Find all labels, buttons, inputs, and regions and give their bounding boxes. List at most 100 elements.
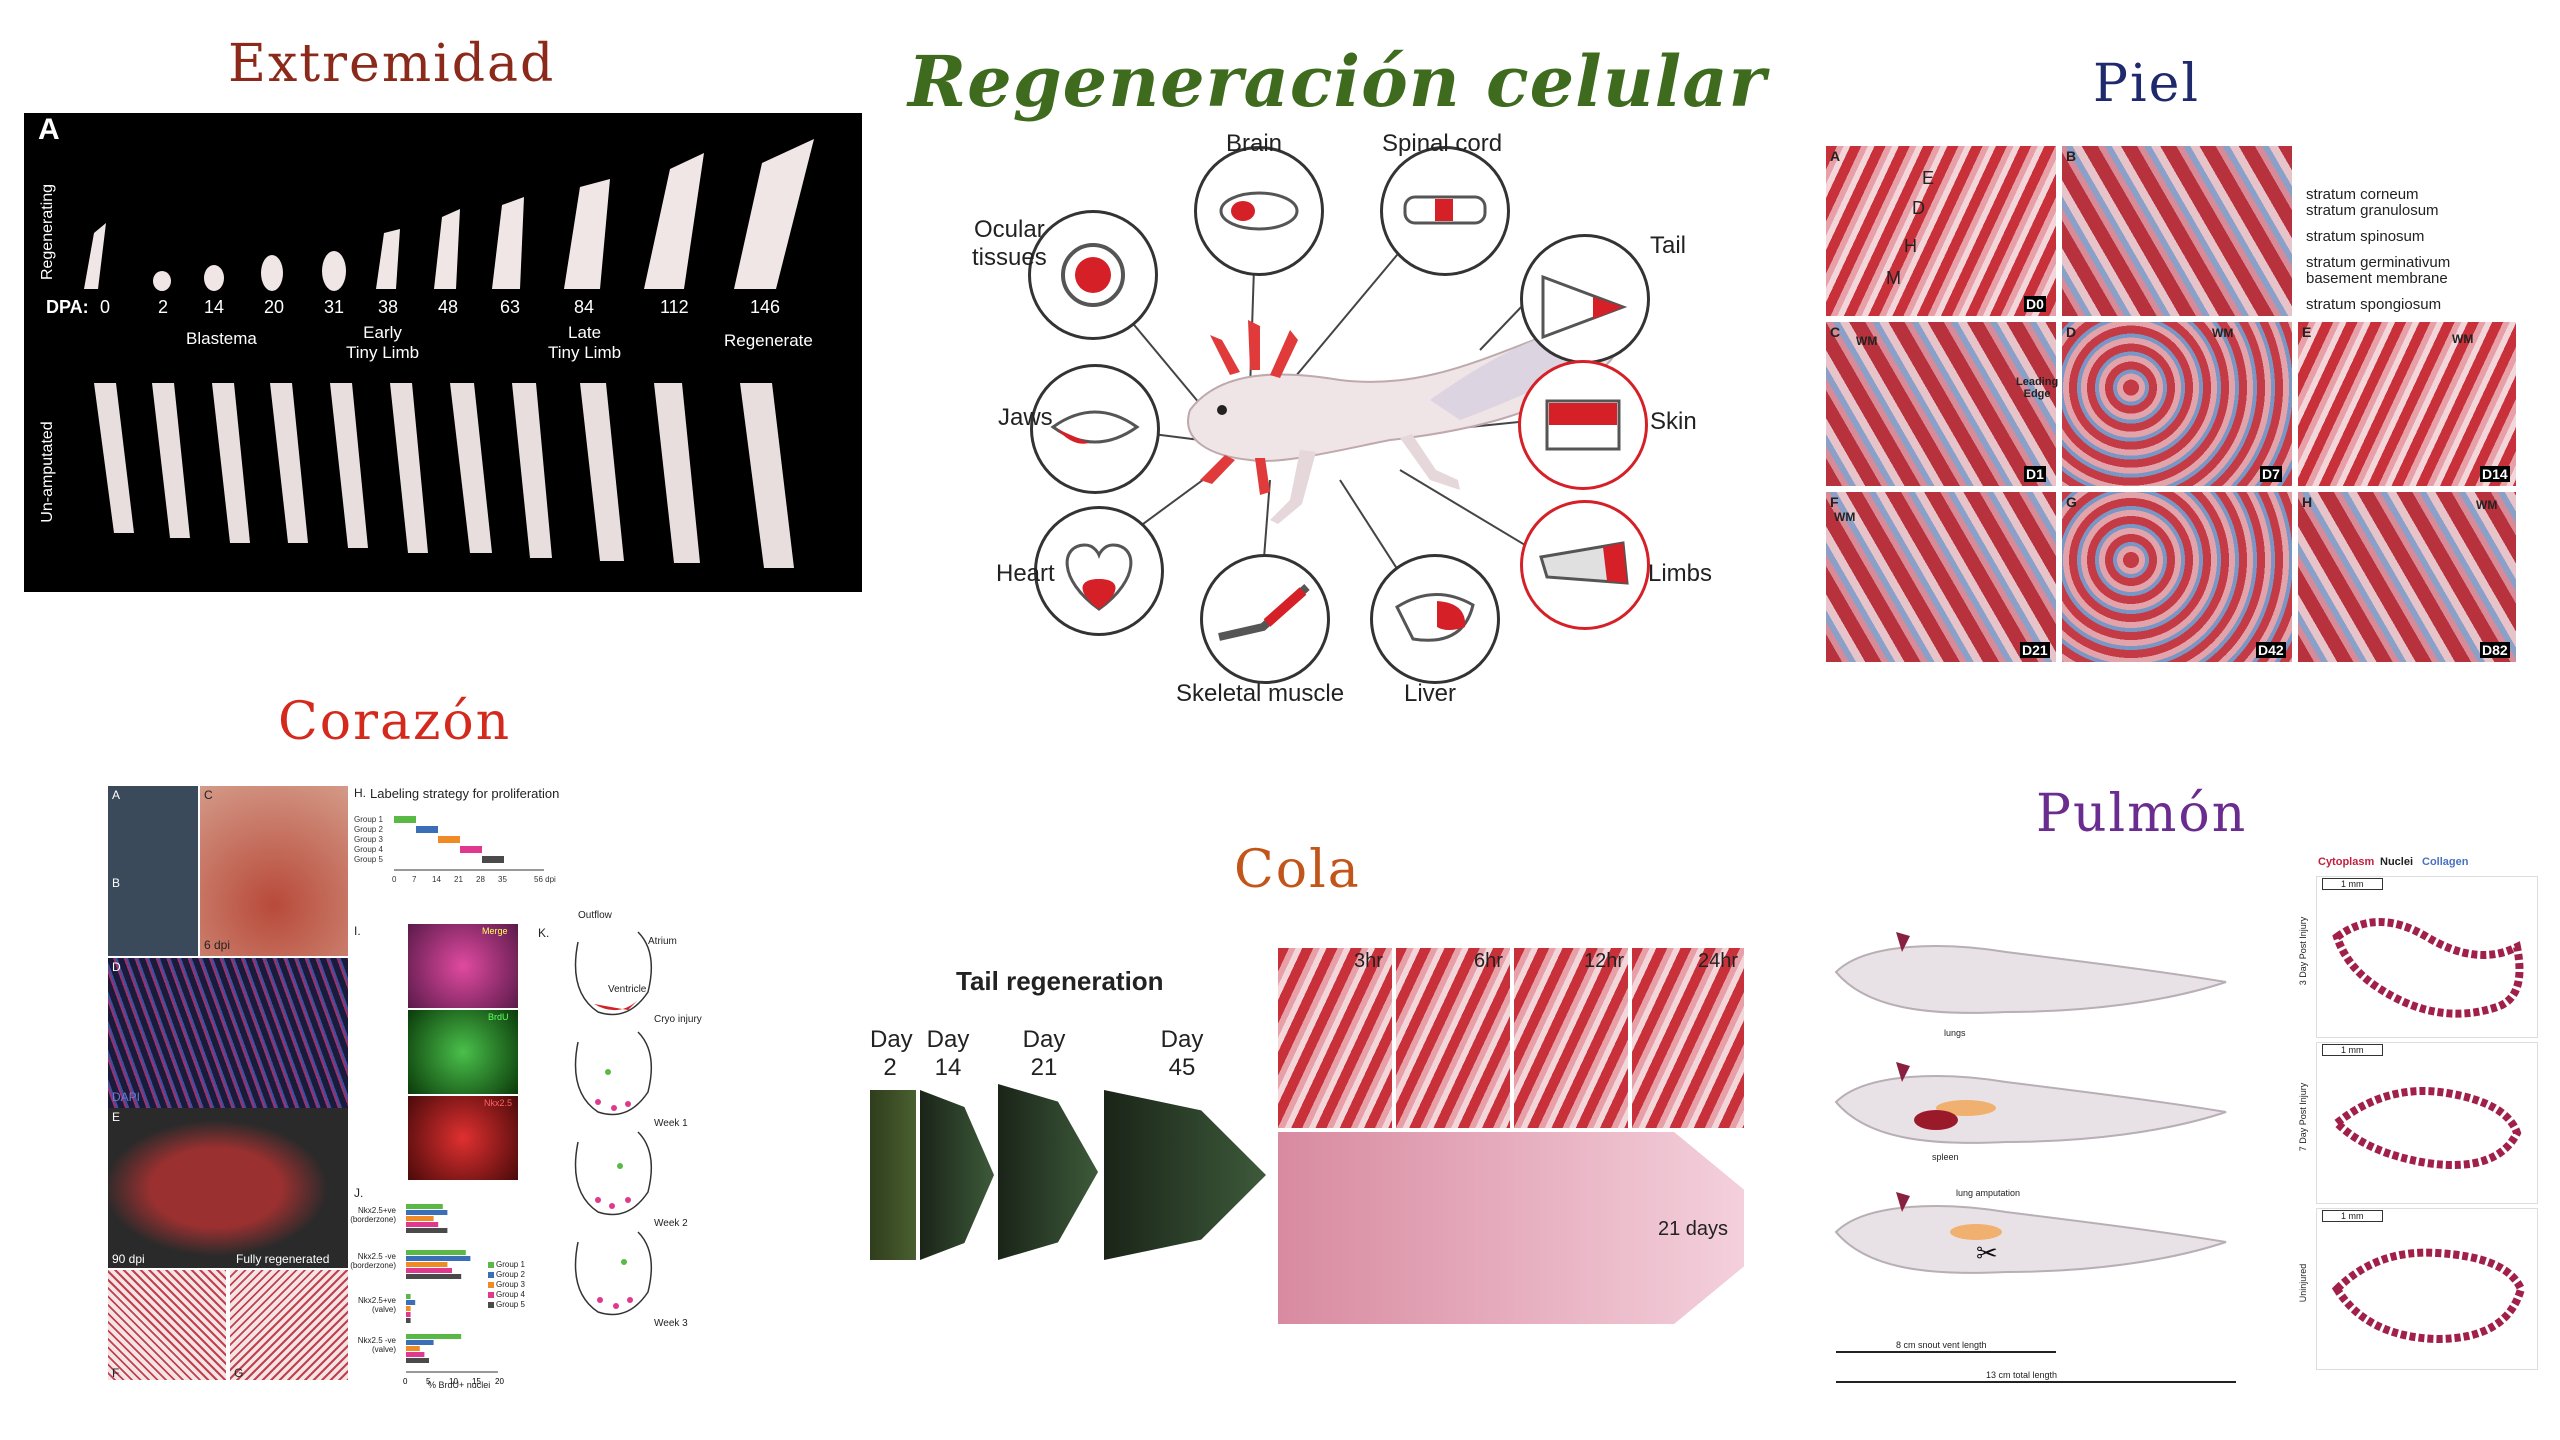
heart-photo-d [108, 958, 348, 1108]
skin-panel-a [1826, 146, 2056, 316]
h-tick-21: 21 [454, 875, 463, 884]
h-tick-35: 35 [498, 875, 507, 884]
skin-panel-b [2062, 146, 2292, 316]
tail-time-6hr: 6hr [1474, 950, 1503, 972]
skin-wm-d: WM [2212, 326, 2234, 340]
limb-regen-112 [644, 153, 704, 289]
k-cryo: Cryo injury [654, 1014, 702, 1025]
k-dot-3 [625, 1101, 631, 1107]
dpa-112: 112 [660, 297, 689, 317]
lung-row-3day: 3 Day Post Injury [2298, 916, 2308, 986]
j-bar-0-3 [406, 1222, 439, 1227]
h-tick-28: 28 [476, 875, 485, 884]
label-heart: Heart [996, 560, 1055, 587]
skin-wm-e: WM [2452, 332, 2474, 346]
skin-panel-h [2298, 492, 2516, 662]
tail-day-2-num: 2 [883, 1054, 897, 1081]
tail-day-14-num: 14 [934, 1054, 962, 1081]
label-ocular: Ocular tissues [972, 216, 1047, 271]
k-dot-9 [627, 1297, 633, 1303]
limb-regen-84 [564, 179, 610, 289]
lung-panel: ✂ lungs spleen lung amputation 8 cm snou… [1826, 912, 2246, 1392]
heart-photo-c [200, 786, 348, 956]
k-dot-5 [609, 1203, 615, 1209]
h-group5: Group 5 [354, 855, 383, 864]
limb-regen-31 [322, 251, 346, 291]
h-group1: Group 1 [354, 815, 383, 824]
circle-skin [1518, 360, 1648, 490]
heart-labeling-chart: Group 1 Group 2 Group 3 Group 4 Group 5 … [354, 815, 556, 884]
h-bar3 [438, 836, 460, 843]
skin-a-letter-d: D [1912, 198, 1925, 218]
j-bar-0-0 [406, 1204, 443, 1209]
axolotl-eye [1217, 405, 1227, 415]
k-heart-4 [574, 1231, 653, 1316]
tail-day-14-label: Day [926, 1026, 970, 1053]
brain-icon [1219, 191, 1299, 231]
heart-h-title: Labeling strategy for proliferation [370, 786, 560, 801]
h-tick-0: 0 [392, 875, 397, 884]
heart-k-label: K. [538, 926, 550, 940]
lung-axolotls: ✂ [1834, 932, 2236, 1383]
dpa-38: 38 [378, 297, 399, 317]
heart-dapi: DAPI [112, 1090, 141, 1104]
skin-wm-h: WM [2476, 498, 2498, 512]
k-heart-2 [574, 1031, 653, 1116]
k-dot-1 [595, 1099, 601, 1105]
j-bar-1-4 [406, 1274, 462, 1279]
heart-i-brdu [408, 1010, 518, 1094]
tail-photo-45 [1104, 1090, 1266, 1260]
tail-histo-6hr [1396, 948, 1510, 1128]
heart-letter-b: B [112, 876, 121, 890]
heart-e-right: Fully regenerated [236, 1252, 330, 1266]
eye-icon [1061, 243, 1125, 307]
k-dot-4 [595, 1197, 601, 1203]
j-bar-2-1 [406, 1300, 416, 1305]
j-legend-3: Group 3 [496, 1280, 525, 1289]
dpa-31: 31 [324, 297, 345, 317]
legend-stratum-corneum: stratum corneum [2306, 186, 2419, 203]
lung-row-uninjured: Uninjured [2298, 1263, 2308, 1303]
k-week3: Week 3 [654, 1318, 688, 1329]
lung-label-amputation: lung amputation [1956, 1188, 2021, 1198]
k-dot-8 [613, 1303, 619, 1309]
title-corazon: Corazón [278, 692, 512, 752]
heart-e-left: 90 dpi [112, 1252, 145, 1266]
tail-icon [1541, 274, 1628, 340]
limb-unamp-7 [450, 383, 492, 553]
heart-i-merge-label: Merge [482, 926, 508, 936]
legend-basement-membrane: basement membrane [2306, 270, 2448, 287]
lung-axolotl-3 [1834, 1205, 2227, 1274]
scissors-icon: ✂ [1976, 1239, 1998, 1269]
title-extremidad: Extremidad [228, 34, 556, 94]
h-tick-14: 14 [432, 875, 441, 884]
tail-day-21-num: 21 [1030, 1054, 1058, 1081]
lung-histo-uninjured [2316, 1208, 2538, 1370]
j-cat-3: Nkx2.5+ve (valve) [357, 1296, 396, 1314]
limb-unamp-6 [390, 383, 428, 553]
h-tick-56: 56 dpi [534, 875, 556, 884]
skin-letter-h: H [2302, 494, 2313, 510]
j-bar-1-2 [406, 1262, 448, 1267]
skin-day-d82: D82 [2480, 642, 2510, 658]
circle-heart [1034, 506, 1164, 636]
skin-a-letter-m: M [1886, 268, 1901, 288]
lung-organ-amp [1950, 1224, 2002, 1240]
skin-a-letter-h: H [1904, 236, 1917, 256]
j-cat-1: Nkx2.5+ve (borderzone) [350, 1206, 396, 1224]
tail-photo-14 [920, 1090, 994, 1260]
liver-icon [1395, 593, 1475, 642]
main-title: Regeneración celular [908, 40, 1767, 123]
j-bar-1-0 [406, 1250, 466, 1255]
lung-scale-7day: 1 mm [2322, 1044, 2383, 1056]
heart-letter-d: D [112, 960, 121, 974]
j-tick-20: 20 [495, 1377, 504, 1386]
k-outflow: Outflow [578, 910, 612, 921]
skin-panel-c [1826, 322, 2056, 486]
skin-letter-g: G [2066, 494, 2077, 510]
circle-liver [1370, 554, 1500, 684]
tail-day-2-label: Day [870, 1026, 913, 1053]
skin-day-d21: D21 [2020, 642, 2050, 658]
